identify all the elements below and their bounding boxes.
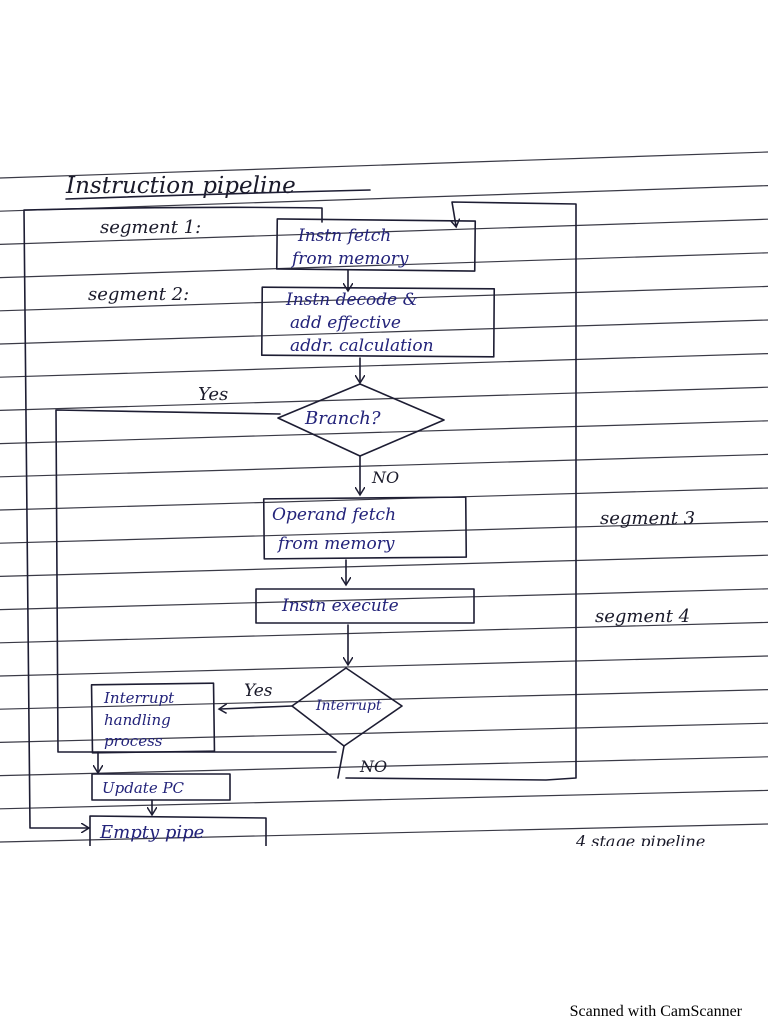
ruled-line xyxy=(0,218,768,245)
execute-box-label: Instn execute xyxy=(281,596,399,616)
empty-pipe-label: Empty pipe xyxy=(99,822,204,843)
ruled-line xyxy=(0,554,768,577)
ruled-line xyxy=(0,689,768,710)
title-underline xyxy=(65,189,371,200)
branch-yes-label: Yes xyxy=(198,384,228,405)
watermark: Scanned with CamScanner xyxy=(569,1003,742,1020)
segment-4-label: segment 4 xyxy=(595,606,690,627)
ruled-line xyxy=(0,319,768,345)
ruled-line xyxy=(0,756,768,777)
operand-box-line-1: Operand fetch xyxy=(272,505,396,525)
segment-2-label: segment 2: xyxy=(88,284,189,305)
fetch-box-line-1: Instn fetch xyxy=(297,226,391,246)
ruled-line xyxy=(0,823,768,843)
right-loop-line xyxy=(345,201,577,781)
ruled-lines xyxy=(0,151,768,843)
ruled-line xyxy=(0,655,768,677)
segment-3-label: segment 3 xyxy=(600,508,695,529)
decode-box xyxy=(260,286,496,358)
ruled-line xyxy=(0,353,768,378)
branch-diamond-label: Branch? xyxy=(304,408,381,429)
ruled-line xyxy=(0,386,768,411)
empty-pipe-box xyxy=(89,815,267,847)
ruled-line xyxy=(0,185,768,212)
segment-1-label: segment 1: xyxy=(100,217,201,238)
outer-loop-line xyxy=(23,206,323,828)
fetch-box xyxy=(275,218,477,272)
update-pc-box xyxy=(91,773,231,801)
ruled-line xyxy=(0,621,768,644)
interrupt-no-label: NO xyxy=(359,757,387,776)
blank-bottom-area xyxy=(0,846,768,1024)
update-pc-label: Update PC xyxy=(102,779,185,797)
ruled-line xyxy=(0,453,768,478)
decode-box-line-1: Instn decode & xyxy=(285,290,418,310)
ruled-line xyxy=(0,588,768,611)
decode-box-line-2: add effective xyxy=(290,313,401,333)
ruled-line xyxy=(0,285,768,312)
ruled-line xyxy=(0,722,768,743)
decode-box-line-3: addr. calculation xyxy=(290,336,434,356)
fetch-box-line-2: from memory xyxy=(290,249,409,269)
operand-box xyxy=(262,496,468,560)
interrupt-no-line xyxy=(337,745,345,779)
interrupt-diamond-label: Interrupt xyxy=(315,698,382,714)
interrupt-yes-label: Yes xyxy=(244,681,273,701)
interrupt-handling-line-2: handling xyxy=(104,711,171,729)
ruled-line xyxy=(0,521,768,544)
interrupt-handling-line-3: process xyxy=(104,732,163,750)
execute-box xyxy=(255,588,475,624)
operand-box-line-2: from memory xyxy=(276,534,395,554)
ruled-line xyxy=(0,252,768,279)
ruled-line xyxy=(0,420,768,445)
branch-yes-line xyxy=(55,409,337,753)
ruled-line xyxy=(0,789,768,810)
branch-no-label: NO xyxy=(371,468,399,487)
ruled-line xyxy=(0,487,768,511)
interrupt-handling-box xyxy=(90,682,216,754)
interrupt-handling-line-1: Interrupt xyxy=(103,689,175,707)
arrow-interrupt-yes xyxy=(220,706,293,709)
ruled-line xyxy=(0,151,768,179)
